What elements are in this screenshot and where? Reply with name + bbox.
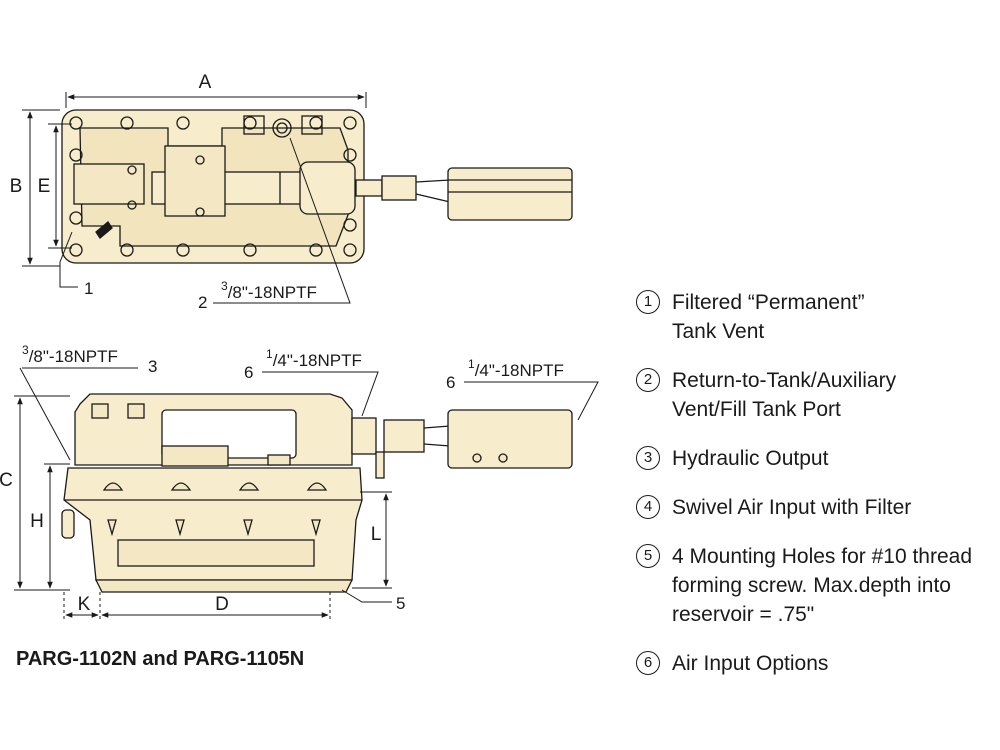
dimension-b: B [10, 176, 23, 197]
side-swivel-fitting [351, 417, 377, 455]
top-air-fitting [355, 179, 383, 197]
dimension-h: H [30, 511, 44, 532]
callout-1: 1 [84, 279, 93, 298]
bolt [243, 243, 257, 257]
bolt [343, 116, 357, 130]
bolt [195, 207, 205, 217]
legend: 1 Filtered “Permanent” Tank Vent 2 Retur… [636, 288, 998, 698]
side-swivel-block [383, 419, 425, 453]
dimension-k: K [78, 594, 91, 615]
legend-item: 1 Filtered “Permanent” Tank Vent [636, 288, 998, 346]
dimension-c: C [0, 470, 13, 491]
side-view [61, 393, 573, 593]
callout-2: 2 [198, 293, 207, 312]
bolt [343, 218, 357, 232]
bolt [195, 155, 205, 165]
callout-line-2 [213, 137, 351, 304]
legend-text: Air Input Options [672, 652, 829, 675]
bolt [127, 200, 137, 210]
top-dimensions [22, 92, 367, 304]
bolt [69, 148, 83, 162]
bolt [120, 116, 134, 130]
bolt [69, 211, 83, 225]
top-swivel-block [381, 175, 417, 201]
legend-item: 3 Hydraulic Output [636, 444, 998, 473]
legend-item: 6 Air Input Options [636, 649, 998, 678]
legend-item: 4 Swivel Air Input with Filter [636, 493, 998, 522]
callout-line-6b [464, 381, 599, 421]
bolt [120, 243, 134, 257]
side-dimensions [14, 367, 599, 622]
top-return-port [272, 118, 292, 138]
top-motor-end [299, 161, 356, 215]
legend-number: 4 [636, 495, 660, 519]
side-base-foot [94, 579, 354, 593]
legend-item: 2 Return-to-Tank/Auxiliary Vent/Fill Tan… [636, 366, 998, 424]
bolt [69, 116, 83, 130]
model-caption: PARG-1102N and PARG-1105N [16, 648, 305, 670]
callout-line-6a [262, 371, 379, 417]
bolt [176, 243, 190, 257]
dimension-l: L [371, 524, 382, 545]
side-port-6b-label: 1/4"-18NPTF [468, 357, 564, 380]
callout-line-5 [341, 589, 392, 603]
bolt [176, 116, 190, 130]
top-pump-block [164, 145, 226, 217]
legend-number: 2 [636, 368, 660, 392]
top-mounting-bolts [69, 116, 357, 257]
legend-number: 5 [636, 544, 660, 568]
dimension-d: D [215, 594, 229, 615]
top-view [61, 109, 573, 264]
legend-text: Filtered “Permanent” Tank Vent [672, 291, 865, 343]
legend-number: 3 [636, 446, 660, 470]
side-port-6a-label: 1/4"-18NPTF [266, 347, 362, 370]
legend-text: Swivel Air Input with Filter [672, 496, 912, 519]
callout-line-1 [59, 231, 78, 288]
callout-6b: 6 [446, 373, 455, 392]
side-hydraulic-output [61, 509, 75, 539]
legend-text: 4 Mounting Holes for #10 thread forming … [672, 545, 973, 626]
top-vent-icon [95, 221, 113, 239]
side-air-box [447, 409, 573, 469]
bolt [343, 148, 357, 162]
legend-number: 1 [636, 290, 660, 314]
legend-text: Return-to-Tank/Auxiliary Vent/Fill Tank … [672, 369, 897, 421]
bolt [309, 243, 323, 257]
bolt [69, 243, 83, 257]
legend-text: Hydraulic Output [672, 447, 829, 470]
callout-5: 5 [396, 594, 405, 613]
callout-6a: 6 [244, 363, 253, 382]
bolt [343, 243, 357, 257]
bolt [127, 165, 137, 175]
dimension-e: E [38, 176, 51, 197]
side-label-plate [117, 539, 315, 567]
legend-item: 5 4 Mounting Holes for #10 thread formin… [636, 542, 998, 629]
top-air-box [447, 167, 573, 221]
dimension-a: A [199, 72, 212, 93]
legend-number: 6 [636, 651, 660, 675]
top-port-label: 3/8"-18NPTF [221, 279, 317, 302]
callout-3: 3 [148, 357, 157, 376]
top-left-block [73, 163, 145, 205]
side-port-3-label: 3/8"-18NPTF [22, 343, 118, 366]
